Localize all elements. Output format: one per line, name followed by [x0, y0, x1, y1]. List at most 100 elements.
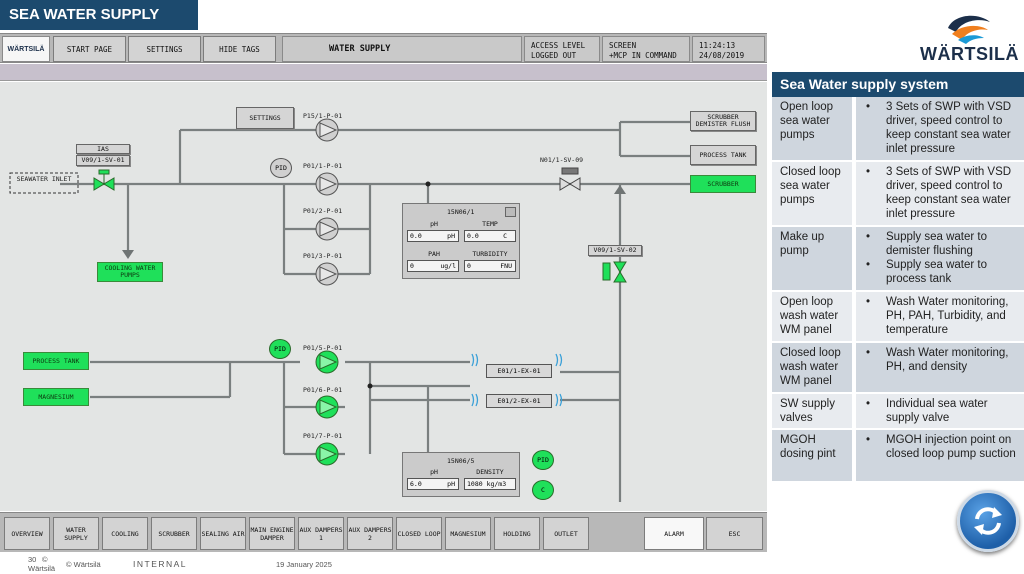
pump-p01-5-tag: P01/5-P-01 [303, 344, 343, 352]
footer-classification: INTERNAL [133, 559, 188, 569]
info-row-label: SW supply valves [772, 394, 854, 428]
refresh-icon [974, 507, 1002, 535]
info-row-desc: •Individual sea water supply valve [856, 394, 1024, 428]
info-row-label: MGOH dosing pint [772, 430, 854, 481]
info-row-desc: •Wash Water monitoring, PH, and density [856, 343, 1024, 392]
nav-holding[interactable]: HOLDING [494, 517, 540, 550]
info-row-desc: •MGOH injection point on closed loop pum… [856, 430, 1024, 481]
panel1-ph-label: pH [430, 220, 438, 228]
panel1-pah-label: PAH [428, 250, 440, 258]
screen-label: SCREEN [609, 41, 637, 50]
nav-alarm[interactable]: ALARM [644, 517, 704, 550]
pid-2-button[interactable]: PID [269, 339, 291, 359]
scrubber-demister-flush-button[interactable]: SCRUBBER DEMISTER FLUSH [690, 111, 756, 131]
nav-closed-loop[interactable]: CLOSED LOOP [396, 517, 442, 550]
info-row-desc: •Supply sea water to demister flushing •… [856, 227, 1024, 290]
info-row: MGOH dosing pint •MGOH injection point o… [772, 430, 1024, 482]
nav-sealing-air[interactable]: SEALING AIR [200, 517, 246, 550]
page-number: 30 [28, 555, 37, 564]
info-row: Closed loop wash water WM panel •Wash Wa… [772, 343, 1024, 393]
pid-1-button[interactable]: PID [270, 158, 292, 178]
process-tank-left-button[interactable]: PROCESS TANK [23, 352, 89, 370]
footer: 30 © Wärtsilä © Wärtsilä INTERNAL 19 Jan… [0, 553, 1024, 574]
heat-exchanger-2[interactable]: E01/2-EX-01 [486, 394, 552, 408]
info-row-label: Open loop sea water pumps [772, 97, 854, 160]
diagram-settings-button[interactable]: SETTINGS [236, 107, 294, 129]
ias-label: IAS [76, 144, 130, 154]
nav-aux-dampers-2[interactable]: AUX DAMPERS 2 [347, 517, 393, 550]
info-row-label: Closed loop wash water WM panel [772, 343, 854, 392]
nav-main-engine-damper[interactable]: MAIN ENGINE DAMPER [249, 517, 295, 550]
panel2-title: 15N06/5 [447, 457, 475, 465]
info-row-desc: •Wash Water monitoring, PH, PAH, Turbidi… [856, 292, 1024, 341]
footer-date: 19 January 2025 [276, 560, 332, 569]
cooling-water-pumps-button[interactable]: COOLING WATER PUMPS [97, 262, 163, 282]
info-row-label: Open loop wash water WM panel [772, 292, 854, 341]
pump-icons [315, 118, 339, 466]
c-button[interactable]: C [532, 480, 554, 500]
clock: 11:24:13 24/08/2019 [692, 36, 765, 62]
hide-tags-button[interactable]: HIDE TAGS [203, 36, 276, 62]
info-table-title: Sea Water supply system [772, 72, 1024, 97]
info-row: SW supply valves •Individual sea water s… [772, 394, 1024, 429]
panel1-close-icon[interactable] [505, 207, 516, 217]
panel2-density-field: 1080 kg/m3 [464, 478, 516, 490]
nav-aux-dampers-1[interactable]: AUX DAMPERS 1 [298, 517, 344, 550]
page-title: SEA WATER SUPPLY [9, 6, 160, 23]
panel2-ph-label: pH [430, 468, 438, 476]
panel1-temp-label: TEMP [482, 220, 498, 228]
access-level-label: ACCESS LEVEL [531, 41, 586, 50]
info-row: Closed loop sea water pumps •3 Sets of S… [772, 162, 1024, 226]
start-page-button[interactable]: START PAGE [53, 36, 126, 62]
info-row: Open loop sea water pumps •3 Sets of SWP… [772, 97, 1024, 161]
piping-lines [9, 118, 690, 502]
nav-esc[interactable]: ESC [706, 517, 763, 550]
nav-overview[interactable]: OVERVIEW [4, 517, 50, 550]
refresh-button[interactable] [957, 490, 1019, 552]
pump-p15-tag: P15/1-P-01 [303, 112, 343, 120]
pump-p01-7-tag: P01/7-P-01 [303, 432, 343, 440]
pump-p01-3-tag: P01/3-P-01 [303, 252, 343, 260]
nav-outlet[interactable]: OUTLET [543, 517, 589, 550]
nav-magnesium[interactable]: MAGNESIUM [445, 517, 491, 550]
clock-time: 11:24:13 [699, 41, 736, 50]
footer-copyright: © Wärtsilä [66, 560, 101, 569]
valve-sv01-tag[interactable]: V09/1-SV-01 [76, 155, 130, 166]
magnesium-button[interactable]: MAGNESIUM [23, 388, 89, 406]
settings-button[interactable]: SETTINGS [128, 36, 201, 62]
valve-sv09-tag: N01/1-SV-09 [540, 156, 584, 164]
scrubber-button[interactable]: SCRUBBER [690, 175, 756, 193]
info-row-label: Make up pump [772, 227, 854, 290]
page-title-bar: SEA WATER SUPPLY [0, 0, 198, 30]
access-level: ACCESS LEVEL LOGGED OUT [524, 36, 600, 62]
info-row-desc: •3 Sets of SWP with VSD driver, speed co… [856, 97, 1024, 160]
copyright-symbol: © [42, 555, 48, 564]
pump-p01-1-tag: P01/1-P-01 [303, 162, 343, 170]
info-row-label: Closed loop sea water pumps [772, 162, 854, 225]
panel2-density-label: DENSITY [476, 468, 504, 476]
mini-logo: WÄRTSILÄ [2, 36, 50, 62]
pump-p01-2-tag: P01/2-P-01 [303, 207, 343, 215]
process-tank-right-button[interactable]: PROCESS TANK [690, 145, 756, 165]
info-table: Sea Water supply system Open loop sea wa… [772, 72, 1024, 482]
heat-exchanger-1[interactable]: E01/1-EX-01 [486, 364, 552, 378]
access-level-value: LOGGED OUT [531, 51, 577, 60]
info-row: Make up pump •Supply sea water to demist… [772, 227, 1024, 291]
clock-date: 24/08/2019 [699, 51, 745, 60]
valve-sv02-tag[interactable]: V09/1-SV-02 [588, 245, 642, 256]
bottom-nav: OVERVIEW WATER SUPPLY COOLING SCRUBBER S… [0, 512, 767, 552]
screen-value: +MCP IN COMMAND [609, 51, 677, 60]
pid-3-button[interactable]: PID [532, 450, 554, 470]
nav-water-supply[interactable]: WATER SUPPLY [53, 517, 99, 550]
wartsila-emblem-icon [948, 15, 990, 44]
nav-scrubber[interactable]: SCRUBBER [151, 517, 197, 550]
nav-cooling[interactable]: COOLING [102, 517, 148, 550]
info-row: Open loop wash water WM panel •Wash Wate… [772, 292, 1024, 342]
